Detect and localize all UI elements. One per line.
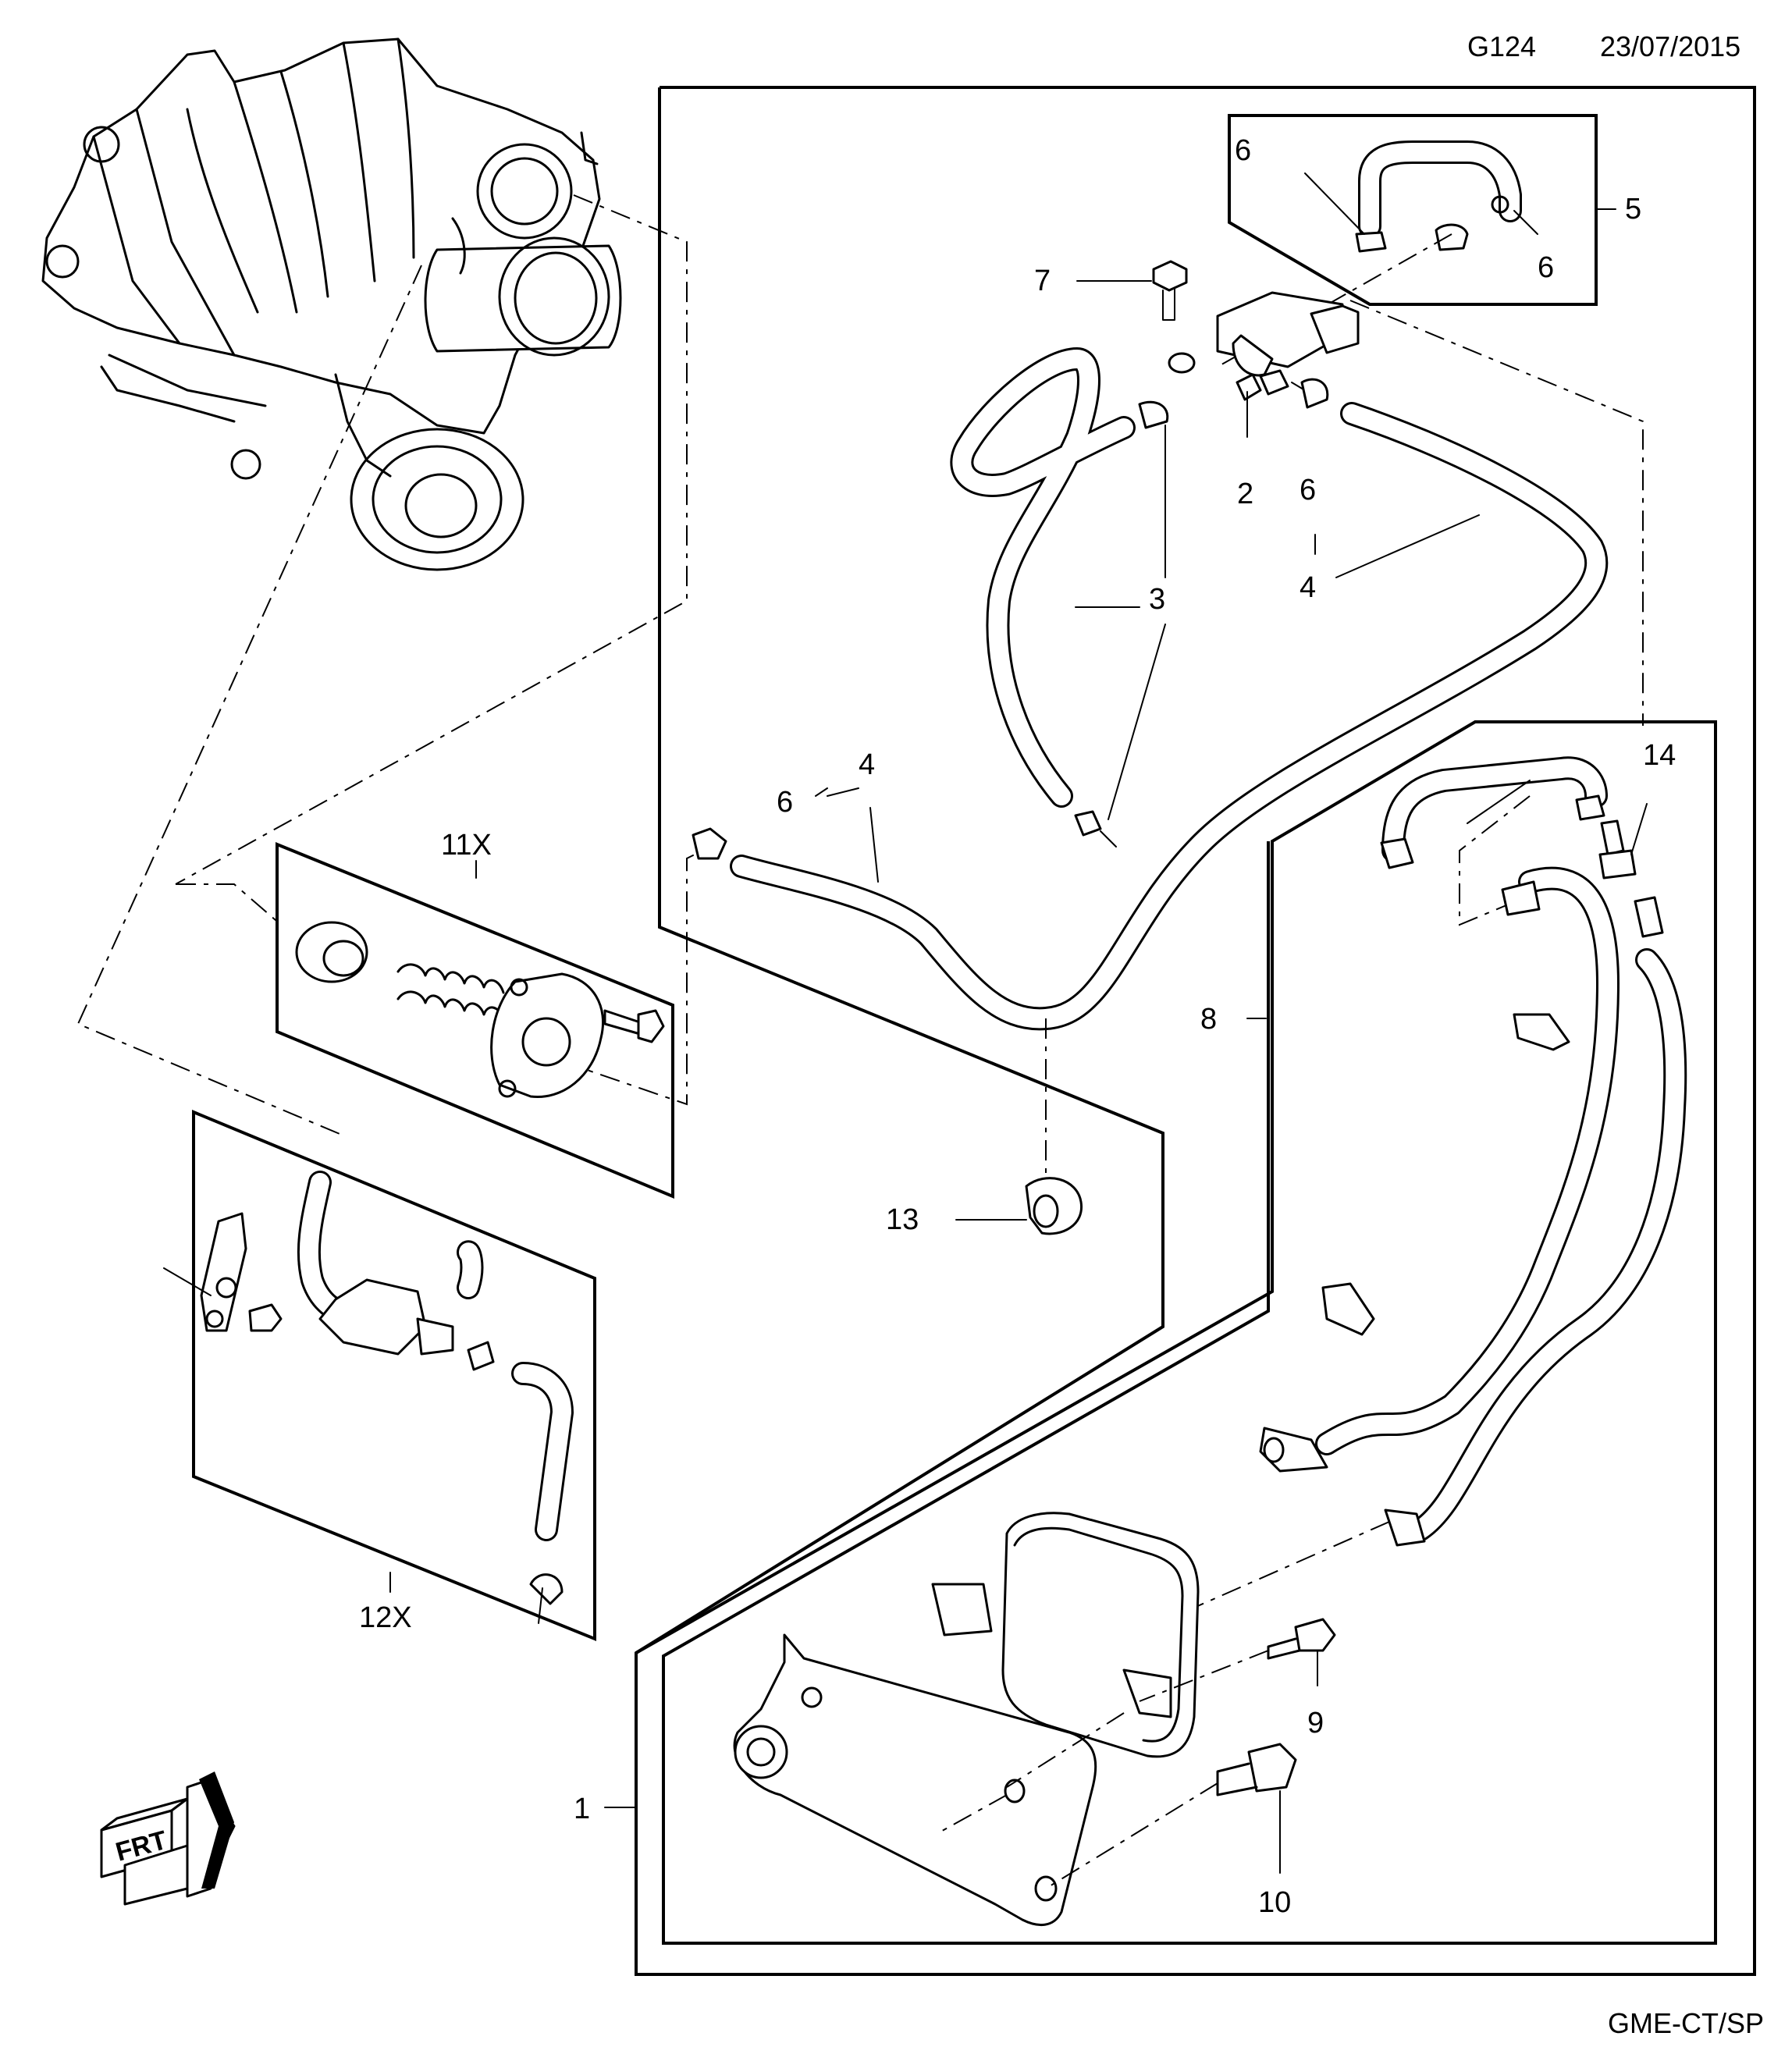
callout-12x: 12X	[359, 1601, 412, 1634]
leader-valve-to-14	[1349, 300, 1644, 726]
callout-4-right: 4	[1300, 571, 1316, 604]
source-label: GME-CT/SP	[1608, 2007, 1764, 2039]
frame-group-5	[1228, 114, 1598, 306]
callout-14: 14	[1643, 739, 1676, 772]
part-8-hose-assembly	[1246, 756, 1687, 1547]
frame-group-12x	[192, 1110, 596, 1641]
part-1-canister	[604, 1512, 1200, 1927]
diagram-date: 23/07/2015	[1600, 30, 1740, 62]
callout-2: 2	[1237, 478, 1253, 510]
part-13-clip	[955, 1177, 1083, 1235]
part-12x-valve-kit	[163, 1171, 574, 1624]
callout-10: 10	[1258, 1886, 1291, 1919]
leader-turbo-to-frame	[175, 194, 688, 885]
leader-8-connector	[1459, 795, 1531, 926]
callout-3-upper: 3	[1149, 583, 1165, 616]
leader-11x-cover	[561, 850, 703, 1106]
part-7-bolt	[1076, 260, 1196, 374]
callout-9: 9	[1307, 1707, 1324, 1740]
frame-hose-group	[635, 87, 1164, 1654]
diagram-code: G124	[1467, 30, 1536, 62]
part-4-hose	[692, 378, 1609, 1031]
leader-8-to-canister	[1193, 1521, 1390, 1608]
part-3-hose	[950, 347, 1169, 848]
part-9-bolt	[1267, 1618, 1336, 1686]
leader-turbo-to-11x	[176, 883, 282, 926]
callout-4-left: 4	[859, 748, 875, 781]
leader-canister-to-bracket	[1006, 1712, 1125, 1788]
frame-group-11x	[276, 842, 674, 1199]
leader-5-clamp	[1217, 233, 1452, 368]
part-14-sensor	[1467, 780, 1664, 938]
frame-upper-assembly	[635, 86, 1756, 1976]
callout-6-valve: 6	[1300, 474, 1316, 506]
turbocharger	[41, 37, 622, 571]
callout-6-left: 6	[777, 786, 793, 819]
callout-11x: 11X	[441, 829, 492, 862]
leader-10-to-bracket	[1045, 1782, 1218, 1889]
part-10-bolt	[1216, 1743, 1297, 1874]
leader-bracket-bolt	[936, 1794, 1008, 1835]
callout-5: 5	[1625, 193, 1641, 226]
callout-6-top: 6	[1235, 134, 1251, 167]
callout-7: 7	[1034, 265, 1051, 297]
part-5-hose-kit	[1304, 140, 1616, 253]
callout-6-top-right: 6	[1538, 251, 1554, 284]
callout-13: 13	[886, 1203, 919, 1236]
front-direction-arrow-icon: FRT	[100, 1771, 236, 1906]
callout-8: 8	[1200, 1003, 1217, 1036]
leader-turbo-to-12x	[76, 265, 422, 1136]
leader-9-to-canister	[1139, 1650, 1269, 1702]
part-2-solenoid-valve	[1216, 291, 1360, 438]
callout-1: 1	[574, 1793, 590, 1825]
part-11x-valve-kit	[295, 860, 665, 1099]
